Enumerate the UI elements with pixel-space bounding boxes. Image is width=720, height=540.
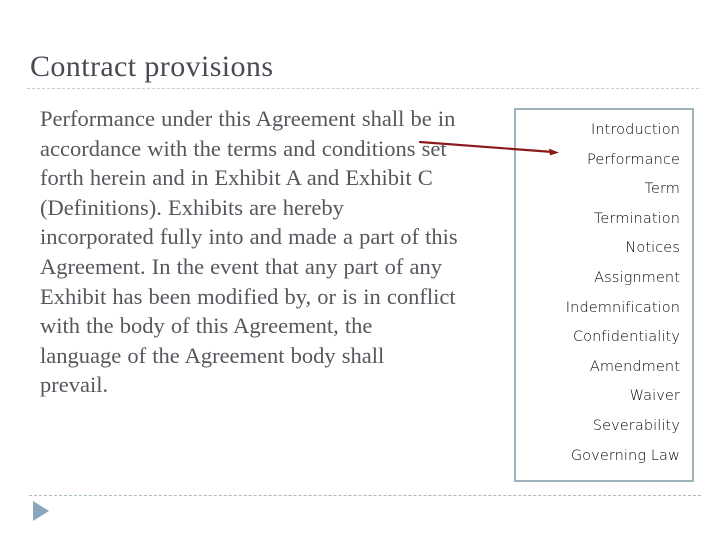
list-item[interactable]: Indemnification xyxy=(565,299,680,316)
body-paragraph: Performance under this Agreement shall b… xyxy=(40,106,458,398)
list-item[interactable]: Severability xyxy=(592,417,680,434)
list-item[interactable]: Waiver xyxy=(629,388,680,405)
page-title: Contract provisions xyxy=(30,50,274,83)
outline-panel: Introduction Performance Term Terminatio… xyxy=(514,108,694,482)
list-item[interactable]: Amendment xyxy=(589,358,680,375)
list-item[interactable]: Governing Law xyxy=(570,447,680,464)
list-item[interactable]: Term xyxy=(644,181,680,198)
title-divider xyxy=(27,88,699,89)
list-item[interactable]: Termination xyxy=(593,210,680,227)
list-item[interactable]: Notices xyxy=(625,240,680,257)
list-item[interactable]: Introduction xyxy=(590,122,680,138)
play-triangle-icon[interactable] xyxy=(32,500,50,522)
outline-list: Introduction Performance Term Terminatio… xyxy=(516,116,680,471)
list-item[interactable]: Performance xyxy=(587,151,680,168)
footer-divider xyxy=(29,495,701,496)
list-item[interactable]: Confidentiality xyxy=(572,329,680,346)
list-item[interactable]: Assignment xyxy=(594,269,680,286)
